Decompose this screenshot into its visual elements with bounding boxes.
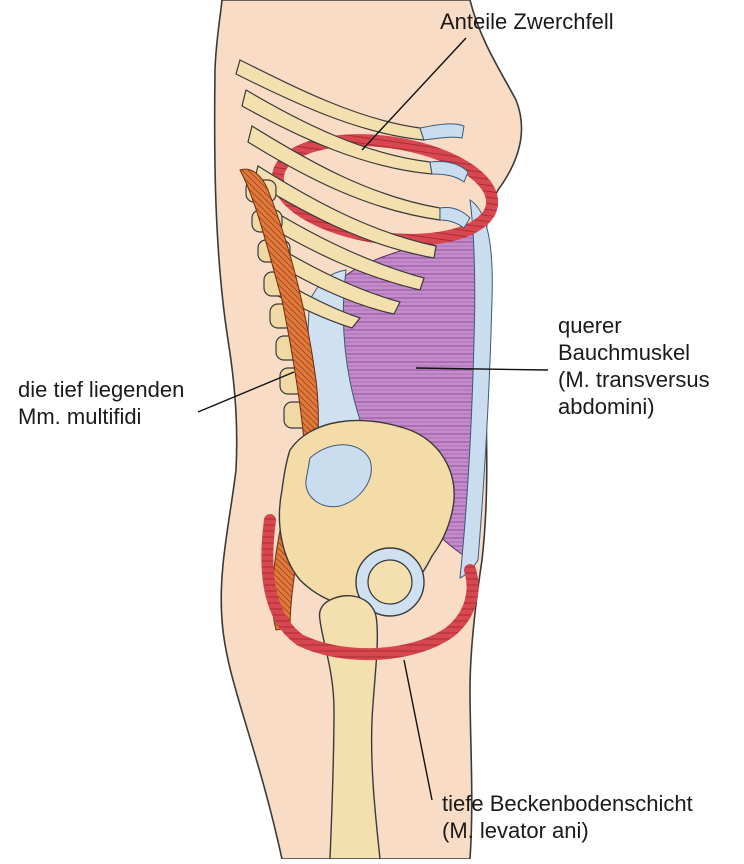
leader-pelvic-floor [403,659,433,801]
label-pelvic-floor-line-1: tiefe Beckenbodenschicht [442,791,693,816]
leader-lines [197,37,549,801]
label-transversus-line-1: querer [558,313,622,338]
label-transversus-line-3: (M. transversus [558,367,710,392]
label-pelvic-floor-line-2: (M. levator ani) [442,818,589,843]
label-transversus-line-2: Bauchmuskel [558,340,691,365]
leader-transversus [415,367,549,371]
label-transversus: querer Bauchmuskel (M. transversus abdom… [558,312,710,420]
leader-diaphragm [361,37,467,151]
label-diaphragm: Anteile Zwerchfell [440,8,614,35]
label-multifidi-line-2: Mm. multifidi [18,404,142,429]
label-multifidi: die tief liegenden Mm. multifidi [18,376,184,430]
label-pelvic-floor: tiefe Beckenbodenschicht (M. levator ani… [442,790,693,844]
label-diaphragm-line: Anteile Zwerchfell [440,9,614,34]
leader-multifidi [197,371,295,413]
costal-cartilage [419,123,471,229]
pelvic-floor-ring [261,514,479,661]
label-transversus-line-4: abdomini) [558,394,655,419]
femoral-head [367,559,413,605]
label-multifidi-line-1: die tief liegenden [18,377,185,402]
